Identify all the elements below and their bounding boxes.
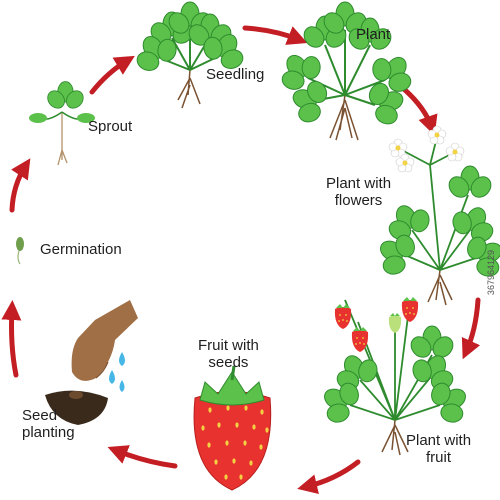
plant-with-fruit-illustration [312,297,478,456]
water-drop-3 [119,380,125,392]
label-fruit-with-seeds: Fruit with seeds [198,337,259,371]
label-seedling: Seedling [206,66,265,83]
arrow-germination-to-sprout [9,158,31,213]
arrow-seedling-to-plant [242,25,308,45]
water-drop-1 [119,352,125,366]
water-drop-2 [109,370,115,384]
label-plant-with-flowers: Plant with flowers [326,175,392,209]
plant-illustration [269,1,424,141]
arrow-planting-to-germination [1,300,22,378]
arrow-fruit-to-seeds [297,459,361,495]
seedling-illustration [124,1,256,109]
label-germination: Germination [40,241,122,258]
label-plant-with-fruit: Plant with fruit [406,432,472,466]
soil-mound [45,390,108,425]
stock-id-watermark: 367964129 [486,250,496,296]
plant-with-flowers-illustration [368,125,500,306]
germination-illustration [16,237,24,265]
label-plant: Plant [356,26,391,43]
sprout-illustration [29,81,95,166]
label-seed-planting: Seed planting [22,407,75,441]
arrow-plant-to-flowers [402,87,438,136]
fruit-with-seeds-illustration [193,365,272,491]
arrow-seeds-to-planting [107,445,178,469]
seed-planting-illustration [45,300,138,425]
cycle-arrows [1,25,481,495]
arrow-flowers-to-fruit [461,297,481,360]
label-sprout: Sprout [88,118,133,135]
arrow-sprout-to-seedling [89,55,135,95]
